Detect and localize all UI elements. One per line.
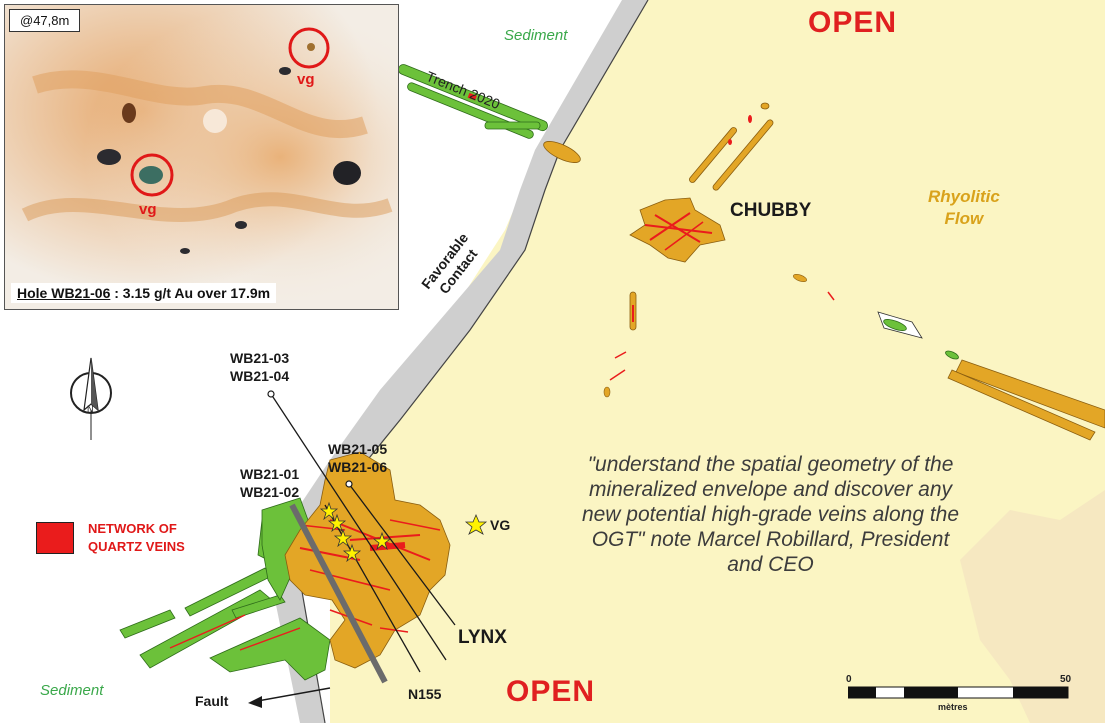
svg-text:N: N xyxy=(87,404,94,414)
vg-legend-star xyxy=(464,513,488,535)
quartz-vein-legend-swatch xyxy=(36,522,74,554)
trench-end-orange xyxy=(543,141,581,163)
vg-label-2: vg xyxy=(139,201,157,218)
fault-line xyxy=(289,503,388,684)
scale-bar-graphic xyxy=(848,686,1069,699)
drill-hole-line1: WB21-01 xyxy=(240,466,300,482)
drill-trace-wb21-05-06 xyxy=(348,483,456,626)
hole-result-caption: Hole WB21-06 : 3.15 g/t Au over 17.9m xyxy=(11,283,277,303)
collar-wb21-05-06 xyxy=(345,480,353,488)
core-photo-inset: @47,8m vg vg Hole WB21-06 : 3.15 g/t Au … xyxy=(4,4,399,310)
scale-end: 50 xyxy=(1060,674,1072,685)
vg-star xyxy=(342,543,362,563)
north-arrow: N xyxy=(70,357,112,440)
fault-arrow xyxy=(251,687,331,703)
lynx-label: LYNX xyxy=(458,627,507,648)
drill-trace-wb21-03-04 xyxy=(270,393,447,661)
hole-grade: : 3.15 g/t Au over 17.9m xyxy=(110,285,271,301)
drill-hole-line2: WB21-04 xyxy=(230,368,290,384)
drill-hole-line2: WB21-06 xyxy=(328,459,388,475)
open-label-top: OPEN xyxy=(808,6,898,39)
n155-label: N155 xyxy=(408,686,442,702)
hole-id: Hole WB21-06 xyxy=(17,285,111,301)
sediment-label-top: Sediment xyxy=(504,27,568,44)
vg-star xyxy=(327,513,347,533)
legend-line1: NETWORK OF xyxy=(88,521,177,536)
east-trench xyxy=(877,311,1105,441)
rhyolitic-line1: Rhyolitic xyxy=(928,187,1000,206)
trench-2020 xyxy=(398,64,548,139)
depth-label: @47,8m xyxy=(9,9,81,32)
drill-hole-label-wb21-03-04: WB21-03 WB21-04 xyxy=(230,349,289,385)
trench-green-bar xyxy=(484,121,541,130)
rhyolite-zone xyxy=(330,0,1105,723)
ceo-quote: "understand the spatial geometry of the … xyxy=(581,453,960,576)
sediment-green-units xyxy=(119,497,331,681)
vg-legend-label: VG xyxy=(490,517,511,533)
chubby-zone xyxy=(603,102,835,398)
drill-hole-line1: WB21-03 xyxy=(230,350,290,366)
background-map-shape xyxy=(960,490,1105,723)
vg-circle-1 xyxy=(288,27,330,69)
fault-label: Fault xyxy=(195,693,229,709)
collar-wb21-03-04 xyxy=(267,390,275,398)
rhyolitic-line2: Flow xyxy=(944,209,984,228)
open-label-bottom: OPEN xyxy=(506,675,596,708)
rhyolitic-flow-label: Rhyolitic Flow xyxy=(928,186,1000,230)
fault-arrowhead xyxy=(248,696,262,708)
vg-star xyxy=(372,531,392,551)
sediment-label-bottom: Sediment xyxy=(40,682,104,699)
drill-hole-line1: WB21-05 xyxy=(328,441,388,457)
vg-star xyxy=(319,501,339,521)
drill-hole-label-wb21-05-06: WB21-05 WB21-06 xyxy=(328,440,387,476)
scale-unit: mètres xyxy=(938,702,968,712)
vg-star xyxy=(333,528,353,548)
scale-start: 0 xyxy=(846,674,852,685)
quartz-vein-legend-text: NETWORK OF QUARTZ VEINS xyxy=(88,520,185,556)
drill-hole-line2: WB21-02 xyxy=(240,484,300,500)
vg-label-1: vg xyxy=(297,71,315,88)
core-sample-photo xyxy=(5,5,398,309)
drill-trace-wb21-01-02 xyxy=(324,504,421,673)
drill-hole-label-wb21-01-02: WB21-01 WB21-02 xyxy=(240,465,299,501)
vg-circle-2 xyxy=(130,153,174,197)
chubby-label: CHUBBY xyxy=(730,200,812,221)
vg-stars xyxy=(319,501,488,563)
legend-line2: QUARTZ VEINS xyxy=(88,539,185,554)
